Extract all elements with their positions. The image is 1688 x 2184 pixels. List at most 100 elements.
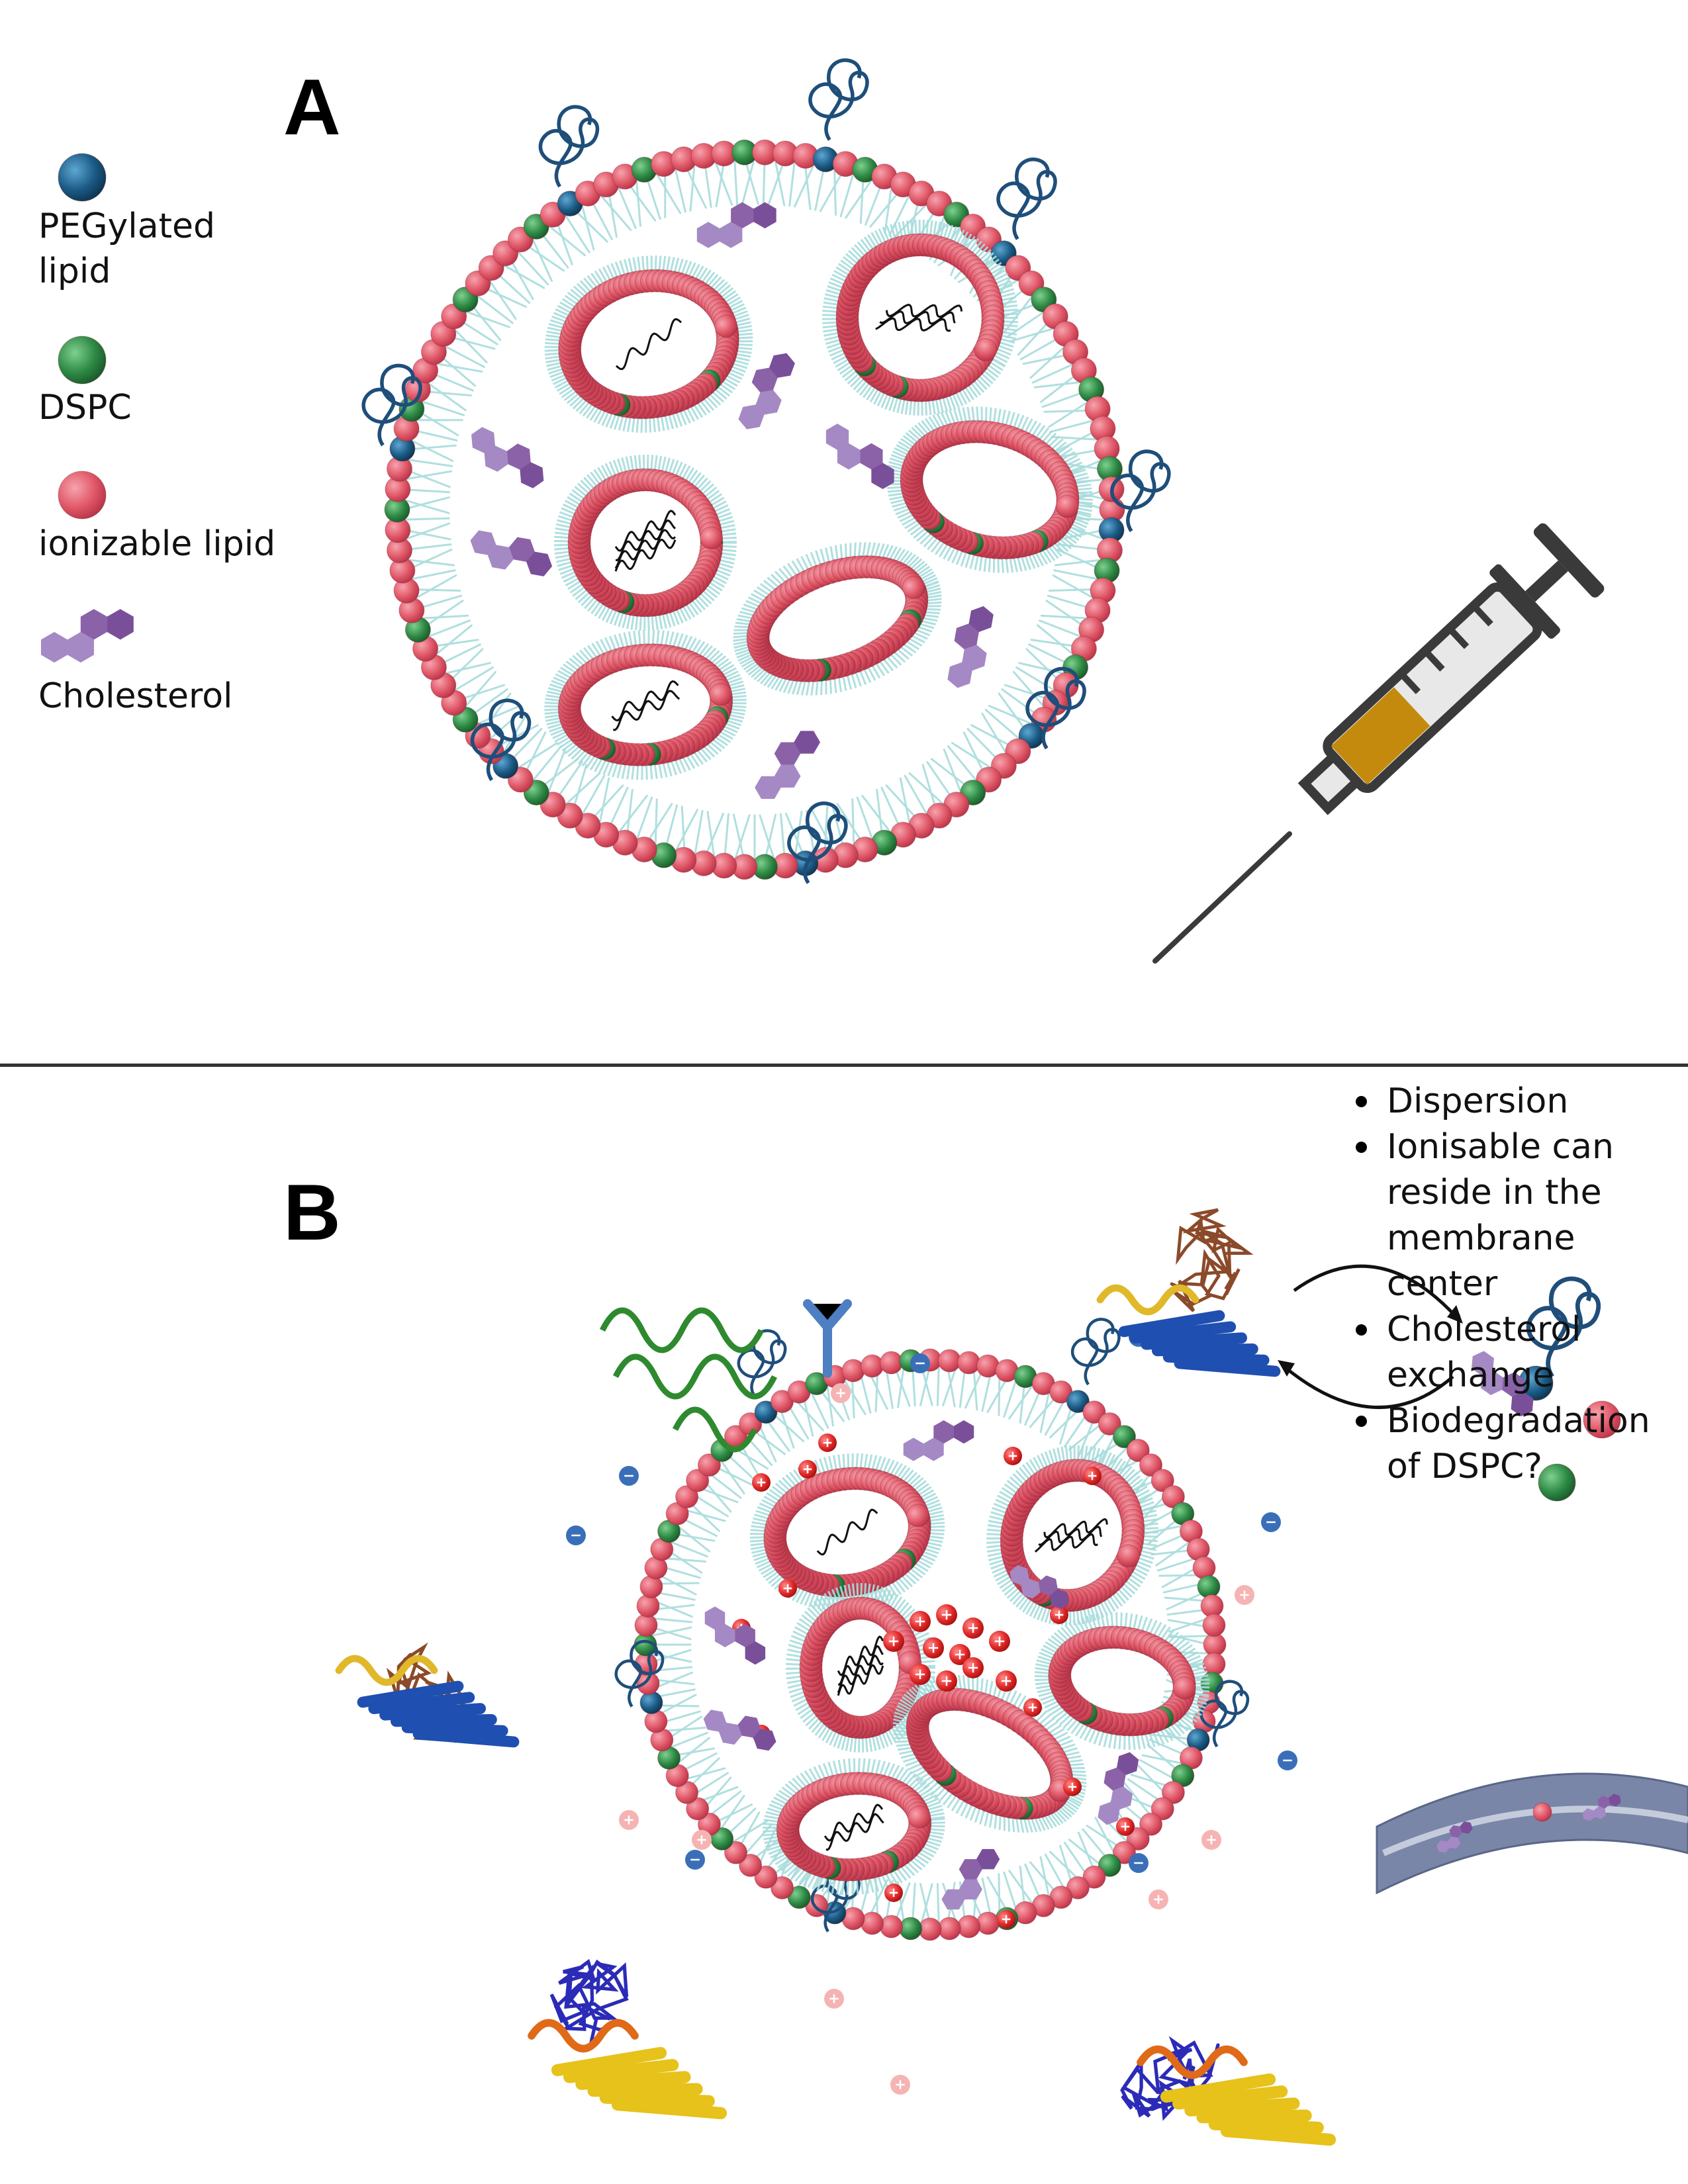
cholesterol-icon — [1472, 1351, 1534, 1416]
protein-icon — [335, 1642, 520, 1748]
positive-charge-icon — [1235, 1585, 1254, 1605]
ionizable-bead — [1126, 1827, 1150, 1850]
panel-label-b: B — [283, 1168, 341, 1257]
legend-label-dspc: DSPC — [38, 388, 132, 428]
cholesterol-icon — [1098, 1752, 1139, 1825]
mrna-icon — [614, 510, 677, 572]
lipid-tails — [401, 156, 1108, 863]
positive-charge-icon — [997, 1910, 1015, 1929]
bullet-cholesterol: Cholesterol exchange — [1350, 1307, 1681, 1398]
inverse-micelle — [821, 219, 1019, 416]
mrna-icon — [837, 1635, 884, 1696]
observations-list: Dispersion Ionisable can reside in the m… — [1350, 1079, 1681, 1490]
mrna-icon — [615, 318, 682, 371]
ionizable-bead — [1202, 1614, 1226, 1637]
peg-bead — [754, 1400, 778, 1424]
membrane-icon — [1376, 1772, 1688, 1895]
positive-charge-icon — [884, 1884, 903, 1902]
antibody-icon — [803, 1299, 852, 1378]
peg-chain — [808, 58, 869, 141]
negative-charge-icon — [1261, 1512, 1281, 1532]
bullet-biodegradation: Biodegradation of DSPC? — [1350, 1398, 1681, 1490]
peg-chain — [538, 105, 600, 188]
ionizable-bead — [1150, 1469, 1174, 1492]
cholesterol-icon — [696, 202, 776, 248]
peg-bead — [639, 1690, 663, 1714]
negative-charge-icon — [685, 1850, 705, 1870]
positive-charge-icon — [692, 1830, 712, 1850]
positive-charge-icon — [949, 1644, 970, 1665]
ionizable-bead — [957, 1915, 981, 1938]
inverse-micelle — [544, 629, 747, 780]
ionizable-bead — [724, 1841, 748, 1864]
ionizable-bead — [906, 1504, 930, 1527]
negative-charge-icon — [566, 1525, 586, 1545]
peg-chain — [1110, 449, 1171, 533]
ionizable-bead — [636, 1594, 660, 1617]
positive-charge-icon — [1004, 1447, 1022, 1465]
ionizable-bead — [908, 1805, 931, 1829]
protein-icon — [528, 1958, 727, 2120]
inverse-micelle — [986, 1445, 1158, 1626]
panel-divider — [0, 1064, 1688, 1067]
bullet-ionisable: Ionisable can reside in the membrane cen… — [1350, 1124, 1681, 1307]
cholesterol-icon — [40, 609, 134, 663]
positive-charge-icon — [1116, 1817, 1135, 1836]
ionizable-bead — [937, 1349, 961, 1373]
positive-charge-icon — [778, 1579, 797, 1598]
ionizable-bead — [879, 1351, 903, 1375]
bullet-dispersion: Dispersion — [1350, 1079, 1681, 1124]
positive-charge-icon — [818, 1433, 837, 1452]
mrna-icon — [1034, 1518, 1108, 1553]
cholesterol-icon — [903, 1420, 974, 1461]
positive-charge-icon — [883, 1631, 904, 1652]
positive-charge-icon — [936, 1604, 957, 1625]
ionizable-bead — [1200, 1594, 1224, 1617]
protein-icon — [1120, 2036, 1336, 2146]
exchange-arrows-icon — [1278, 1264, 1463, 1409]
panel-label-a: A — [283, 63, 341, 152]
ionizable-bead — [771, 1876, 794, 1899]
positive-charge-icon — [923, 1637, 944, 1659]
positive-charge-icon — [752, 1473, 771, 1492]
cholesterol-icon — [941, 1848, 1000, 1910]
positive-charge-icon — [1050, 1606, 1068, 1624]
legend-label-cholesterol: Cholesterol — [38, 676, 233, 716]
ionizable-bead — [1082, 1400, 1106, 1424]
negative-charge-icon — [1278, 1751, 1297, 1770]
cholesterol-icon — [1436, 1821, 1473, 1853]
dspc-bead — [1197, 1575, 1221, 1599]
positive-charge-icon — [910, 1664, 931, 1685]
ionizable-bead — [1150, 1797, 1174, 1821]
legend-label-ionizable: ionizable lipid — [38, 524, 276, 564]
positive-charge-icon — [890, 2075, 910, 2095]
peg-bead — [58, 153, 107, 202]
ionizable-bead — [700, 526, 724, 550]
ionizable-bead — [739, 1854, 763, 1878]
ionizable-bead — [1583, 1400, 1621, 1439]
ionizable-bead — [976, 1911, 1000, 1935]
inverse-micelle — [785, 1582, 936, 1753]
cholesterol-icon — [471, 427, 544, 488]
positive-charge-icon — [1201, 1830, 1221, 1850]
inverse-micelle — [553, 454, 737, 631]
mrna-icon — [611, 680, 680, 731]
peg-chain — [1070, 1318, 1121, 1386]
mrna-icon — [816, 1508, 878, 1556]
ionizable-bead — [1098, 1412, 1121, 1435]
ionizable-bead — [58, 471, 107, 520]
ionizable-bead — [709, 682, 733, 706]
cholesterol-icon — [738, 353, 795, 430]
peg-bead — [1066, 1390, 1090, 1414]
ionizable-bead — [902, 575, 925, 599]
dspc-bead — [58, 336, 107, 385]
lipid-nanoparticle-b — [566, 1318, 1297, 2095]
positive-charge-icon — [619, 1810, 639, 1830]
positive-charge-icon — [824, 1989, 844, 2009]
peg-chain — [996, 158, 1057, 240]
lipid-nanoparticle-a — [361, 58, 1171, 884]
syringe-icon — [1152, 523, 1605, 964]
inverse-micelle — [733, 541, 942, 696]
membrane-surface — [1376, 1772, 1688, 1895]
